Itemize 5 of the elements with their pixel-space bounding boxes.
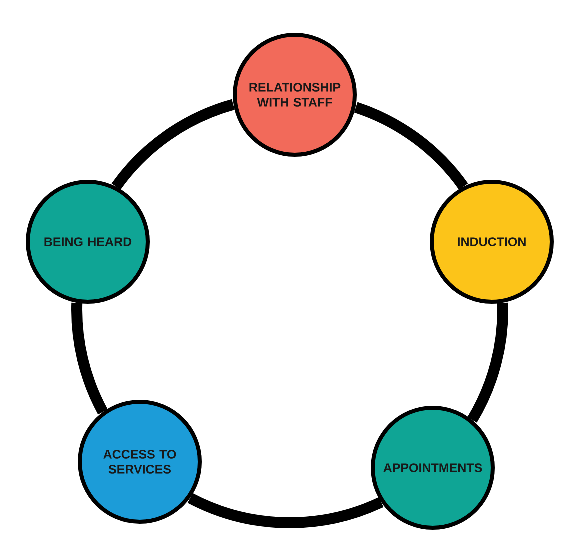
ring-connector	[112, 99, 236, 190]
ring-connector	[354, 102, 468, 190]
ring-connector	[188, 493, 384, 528]
ring-connector	[468, 303, 508, 423]
ring-connector	[72, 302, 108, 415]
